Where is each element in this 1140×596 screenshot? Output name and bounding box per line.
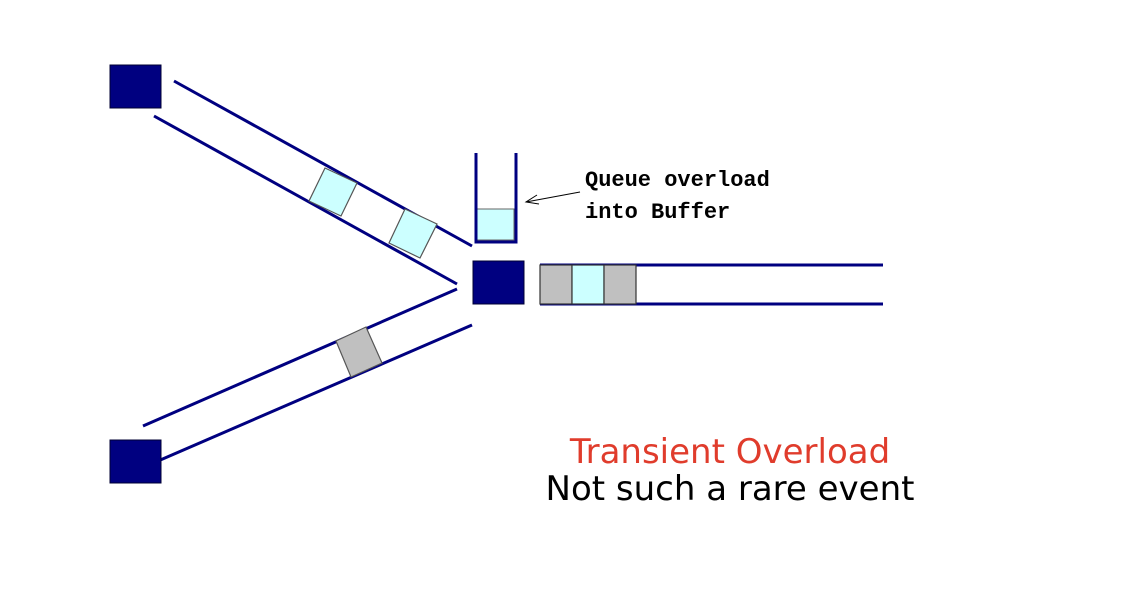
upper-link-bottom-edge — [153, 114, 458, 286]
arrow-head — [524, 194, 540, 205]
outgoing-link — [539, 263, 883, 306]
lower-left-link — [142, 287, 473, 463]
packet-gray-lower — [335, 326, 383, 378]
packet-light-upper-1 — [308, 167, 358, 217]
lower-link-bottom-edge — [157, 323, 473, 463]
lower-link-top-edge — [142, 287, 458, 428]
source-node-bottom — [109, 439, 162, 484]
packet-light-upper-2 — [388, 208, 438, 259]
buffered-packet — [476, 208, 515, 241]
arrow-shaft — [525, 191, 581, 203]
packet-light-out — [571, 264, 605, 305]
caption-title: Transient Overload — [569, 432, 890, 472]
upper-left-link — [153, 79, 473, 286]
packet-gray-out-2 — [603, 264, 637, 305]
packet-gray-out-1 — [539, 264, 573, 305]
caption-subtitle: Not such a rare event — [546, 469, 915, 509]
annotation-arrow — [524, 191, 581, 205]
buffer-queue — [474, 153, 518, 244]
annotation-line-1: Queue overload — [585, 168, 770, 193]
router-node — [472, 260, 525, 305]
source-node-top — [109, 64, 162, 109]
buffer-walls — [474, 153, 518, 244]
annotation-line-2: into Buffer — [585, 200, 730, 225]
